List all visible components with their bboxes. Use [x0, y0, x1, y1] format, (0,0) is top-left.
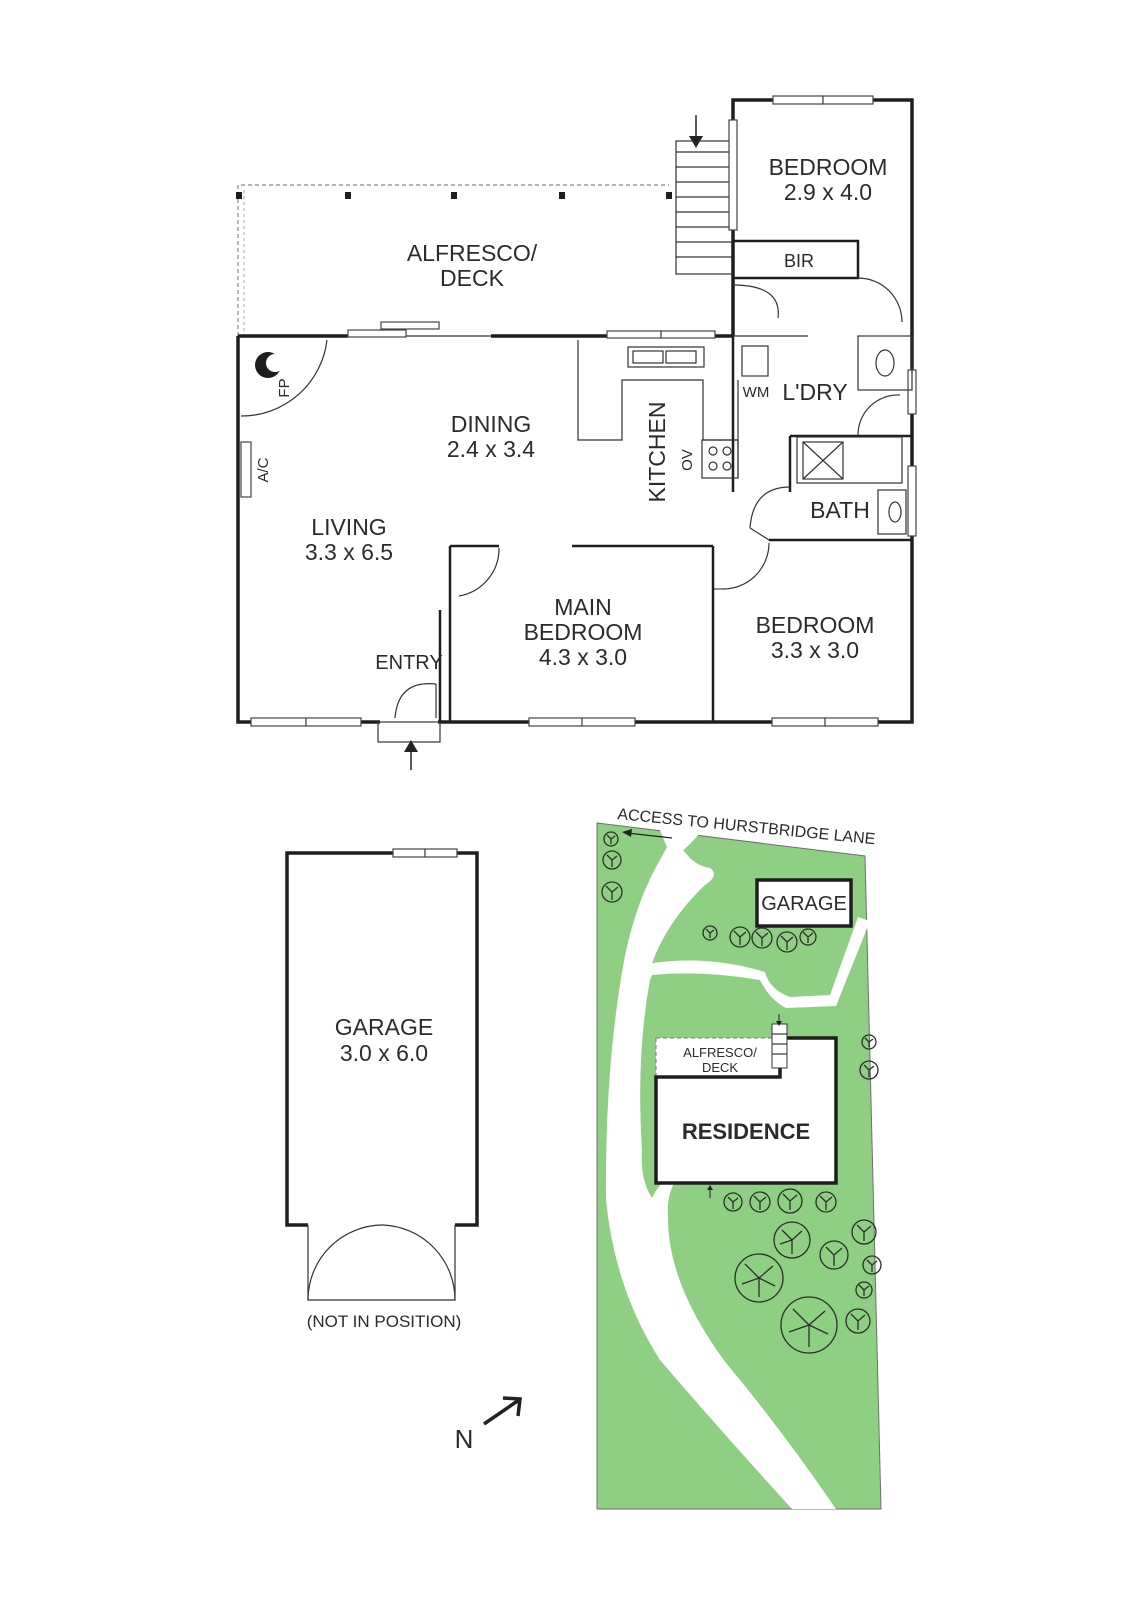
entry-arrow-icon: [404, 740, 418, 770]
bedroom-2-label: BEDROOM: [769, 154, 888, 180]
bedroom-3-size: 3.3 x 3.0: [771, 637, 859, 663]
deck-posts: [236, 192, 672, 199]
fireplace-icon: [240, 339, 328, 417]
north-compass: N: [455, 1396, 522, 1454]
fireplace-label: FP: [276, 378, 293, 397]
living-label: LIVING: [311, 514, 386, 540]
washing-machine-label: WM: [743, 384, 770, 401]
dining-label: DINING: [451, 411, 532, 437]
garage-note: (NOT IN POSITION): [307, 1312, 462, 1331]
garage-label: GARAGE: [335, 1014, 433, 1040]
stair-arrow-icon: [689, 115, 703, 148]
site-plan: ACCESS TO HURSTBRIDGE LANE GARAGE ALFRES…: [596, 806, 882, 1510]
alfresco-label-line2: DECK: [440, 265, 505, 291]
bedroom-2-size: 2.9 x 4.0: [784, 179, 872, 205]
main-bedroom-label-line1: MAIN: [554, 594, 612, 620]
garage-plan: GARAGE 3.0 x 6.0 (NOT IN POSITION): [285, 848, 479, 1331]
bath-label: BATH: [810, 497, 870, 523]
bedroom-3-label: BEDROOM: [756, 612, 875, 638]
kitchen-label: KITCHEN: [644, 402, 670, 503]
deck-stairs: [675, 140, 734, 275]
garage-size: 3.0 x 6.0: [340, 1040, 428, 1066]
site-alfresco-label-line2: DECK: [702, 1060, 738, 1075]
main-bedroom-label-line2: BEDROOM: [524, 619, 643, 645]
entry-label: ENTRY: [375, 652, 442, 674]
main-floor-plan: BEDROOM 2.9 x 4.0 BIR ALFRESCO/ DECK DIN…: [236, 95, 917, 770]
aircon-label: A/C: [255, 457, 272, 482]
alfresco-outline: [237, 184, 669, 336]
main-bedroom-size: 4.3 x 3.0: [539, 644, 627, 670]
residence-label: RESIDENCE: [682, 1119, 810, 1144]
site-garage-label: GARAGE: [761, 893, 847, 915]
dining-size: 2.4 x 3.4: [447, 436, 535, 462]
oven-label: OV: [679, 449, 696, 471]
laundry-label: L'DRY: [782, 379, 847, 405]
site-trees: [601, 831, 882, 1354]
north-label: N: [455, 1424, 474, 1454]
alfresco-label-line1: ALFRESCO/: [407, 240, 538, 266]
site-alfresco-label-line1: ALFRESCO/: [683, 1045, 757, 1060]
living-size: 3.3 x 6.5: [305, 539, 393, 565]
bir-label: BIR: [784, 251, 814, 271]
